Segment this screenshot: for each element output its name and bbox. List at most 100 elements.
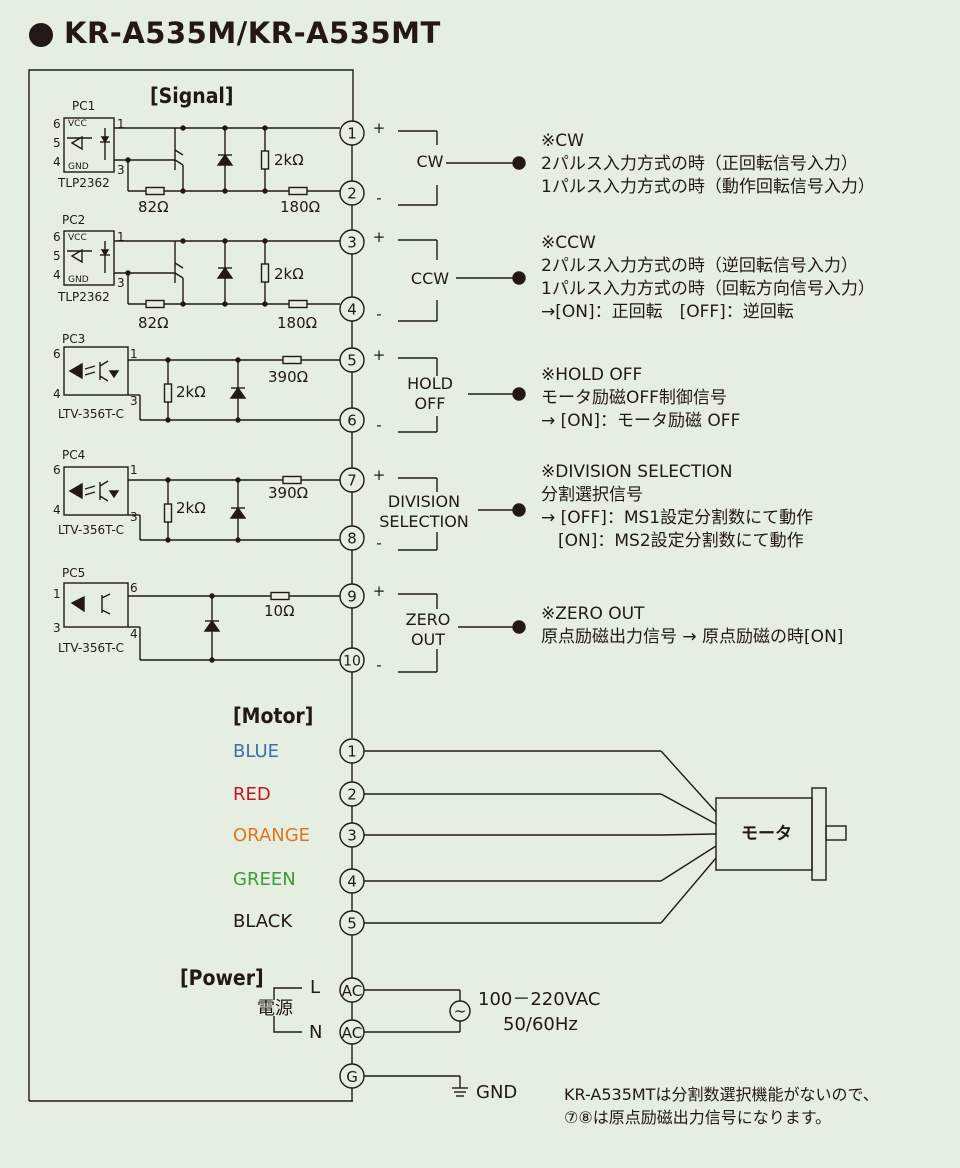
resistor-82	[145, 299, 165, 309]
opto-input-icon	[67, 248, 92, 264]
signal-dot	[512, 620, 526, 634]
wire-red: RED	[233, 784, 271, 805]
power-voltage: 100－220VAC	[478, 989, 601, 1010]
pc1-pin-4: 4	[53, 155, 61, 169]
diode-icon	[216, 153, 234, 166]
motor-shaft	[825, 825, 847, 841]
junction-dot	[222, 188, 228, 194]
pc1-label: PC1	[72, 99, 96, 113]
motor-wire-1	[660, 750, 717, 813]
note-ccw-line: →[ON]：正回転 [OFF]：逆回転	[541, 302, 794, 322]
pc2-pin-6: 6	[53, 230, 61, 244]
junction-dot	[235, 477, 241, 483]
pc2-pin-5: 5	[53, 249, 61, 263]
pc3-pin-4: 4	[53, 387, 61, 401]
transistor-icon	[174, 149, 184, 170]
opto-input-icon	[67, 135, 92, 151]
opto-light-icon	[84, 365, 96, 370]
note-division-line: 分割選択信号	[541, 485, 643, 505]
enclosure-outline	[28, 69, 354, 1101]
wire-orange: ORANGE	[233, 825, 311, 846]
junction-dot	[262, 188, 268, 194]
terminal-2	[339, 180, 365, 206]
junction-dot	[262, 125, 268, 131]
terminal-number-10: 10	[343, 654, 361, 670]
signal-label-cw: CW	[416, 152, 444, 171]
pc3-label: PC3	[62, 332, 86, 346]
motor-wire-2	[660, 793, 717, 825]
pc3-res-vert: 2kΩ	[176, 383, 206, 401]
motor-wire-3	[660, 833, 717, 836]
polarity-plus: +	[373, 346, 386, 364]
pc1-res-right: 180Ω	[280, 198, 321, 216]
polarity-minus: -	[376, 656, 381, 674]
pc5-pin-3: 3	[53, 621, 61, 635]
junction-dot	[235, 537, 241, 543]
polarity-minus: -	[376, 189, 381, 207]
pc3-part: LTV-356T-C	[58, 407, 125, 421]
motor-terminal-number: 2	[347, 786, 357, 804]
resistor-180	[288, 299, 308, 309]
junction-dot	[165, 357, 171, 363]
terminal-number-5: 5	[347, 352, 357, 370]
junction-dot	[180, 188, 186, 194]
motor-label: モータ	[741, 824, 792, 844]
junction-dot	[222, 125, 228, 131]
pc2-pin-3: 3	[117, 276, 125, 290]
pc2-part: TLP2362	[58, 290, 110, 304]
opto-diode-icon	[108, 490, 120, 499]
opto-led-icon	[68, 362, 83, 380]
wire-green: GREEN	[233, 869, 296, 890]
signal-dot	[512, 503, 526, 517]
power-source-label: 電源	[257, 998, 293, 1019]
motor-wire-5	[660, 857, 717, 924]
junction-dot	[262, 301, 268, 307]
polarity-minus: -	[376, 534, 381, 552]
pc5-pin-4: 4	[130, 627, 138, 641]
resistor-2k	[163, 503, 173, 523]
note-zero-line: 原点励磁出力信号 → 原点励磁の時[ON]	[541, 627, 844, 647]
terminal-number-6: 6	[347, 412, 357, 430]
motor-terminal-number: 4	[347, 873, 357, 891]
note-ccw-line: 2パルス入力方式の時（逆回転信号入力）	[541, 256, 858, 276]
junction-dot	[165, 417, 171, 423]
note-hold-line: → [ON]：モータ励磁 OFF	[541, 411, 741, 431]
polarity-plus: +	[373, 228, 386, 246]
note-hold-line: モータ励磁OFF制御信号	[541, 388, 727, 408]
resistor-2k	[260, 263, 270, 283]
diode-icon	[229, 386, 247, 399]
note-hold-line: ※HOLD OFF	[541, 365, 643, 385]
pc1-vcc: VCC	[68, 119, 87, 129]
footnote-line: ⑦⑧は原点励磁出力信号になります。	[564, 1108, 832, 1127]
pc1-pin-5: 5	[53, 136, 61, 150]
pc4-pin-3: 3	[130, 510, 138, 524]
pc1-res-left: 82Ω	[138, 198, 169, 216]
power-n-label: N	[309, 1022, 323, 1043]
resistor-2k	[163, 383, 173, 403]
junction-dot	[125, 270, 131, 276]
note-zero-out: ※ZERO OUT 原点励磁出力信号 → 原点励磁の時[ON]	[541, 603, 843, 649]
note-hold-off: ※HOLD OFF モータ励磁OFF制御信号 → [ON]：モータ励磁 OFF	[541, 364, 740, 433]
junction-dot	[222, 238, 228, 244]
pc1-gnd: GND	[68, 162, 89, 172]
resistor-2k	[260, 150, 270, 170]
junction-dot	[180, 301, 186, 307]
page-title: KR-A535M/KR-A535MT	[64, 16, 441, 50]
terminal-4	[339, 296, 365, 322]
note-ccw-line: 1パルス入力方式の時（回転方向信号入力）	[541, 279, 875, 299]
motor-wire-4	[660, 845, 717, 882]
pc3-pin-3: 3	[130, 394, 138, 408]
pc3-pin-1: 1	[130, 347, 138, 361]
power-l-label: L	[310, 977, 321, 998]
terminal-number-3: 3	[347, 234, 357, 252]
terminal-number-4: 4	[347, 301, 357, 319]
pc2-vcc: VCC	[68, 233, 87, 243]
resistor-390	[282, 475, 302, 485]
terminal-3	[339, 229, 365, 255]
terminal-number-1: 1	[347, 125, 357, 143]
footnote-line: KR-A535MTは分割数選択機能がないので、	[564, 1085, 879, 1104]
optocoupler-chip	[63, 117, 115, 173]
terminal-number-8: 8	[347, 530, 357, 548]
ac-source-icon: ~	[454, 1002, 467, 1020]
